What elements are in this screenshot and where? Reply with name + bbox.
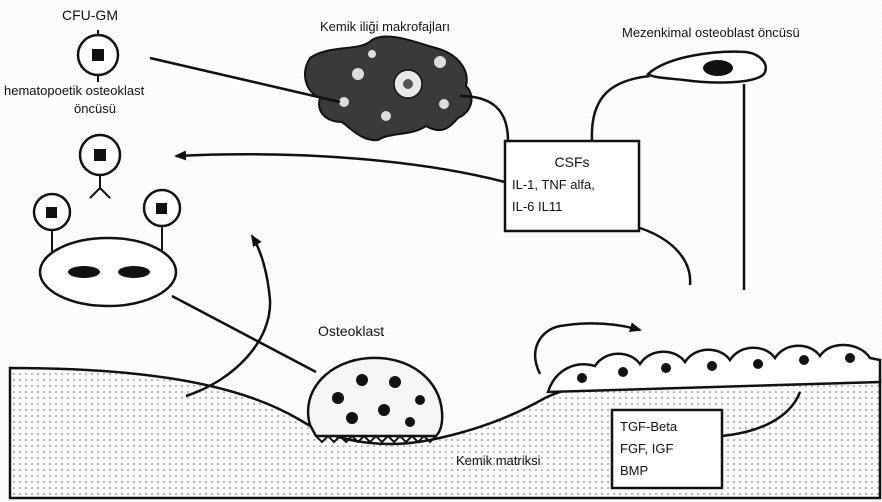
cytokine-box: CSFs IL-1, TNF alfa, IL-6 IL11 <box>505 141 639 231</box>
label-cfu-gm: CFU-GM <box>62 7 118 23</box>
label-hematopoietic-2: öncüsü <box>74 101 116 116</box>
growth-factor-line-1: TGF-Beta <box>620 419 678 434</box>
label-macrophages: Kemik iliği makrofajları <box>320 19 450 34</box>
growth-factor-line-2: FGF, IGF <box>620 441 674 456</box>
label-osteoclast: Osteoklast <box>318 323 384 339</box>
label-hematopoietic-1: hematopoetik osteoklast <box>4 83 145 98</box>
cytokine-title: CSFs <box>555 154 590 170</box>
growth-factor-box: TGF-Beta FGF, IGF BMP <box>612 410 722 488</box>
cytokine-line-2: IL-6 IL11 <box>512 199 562 214</box>
cytokine-line-1: IL-1, TNF alfa, <box>512 177 595 192</box>
label-mesenchymal: Mezenkimal osteoblast öncüsü <box>622 25 800 40</box>
label-bone-matrix: Kemik matriksi <box>456 453 541 468</box>
growth-factor-line-3: BMP <box>620 463 648 478</box>
